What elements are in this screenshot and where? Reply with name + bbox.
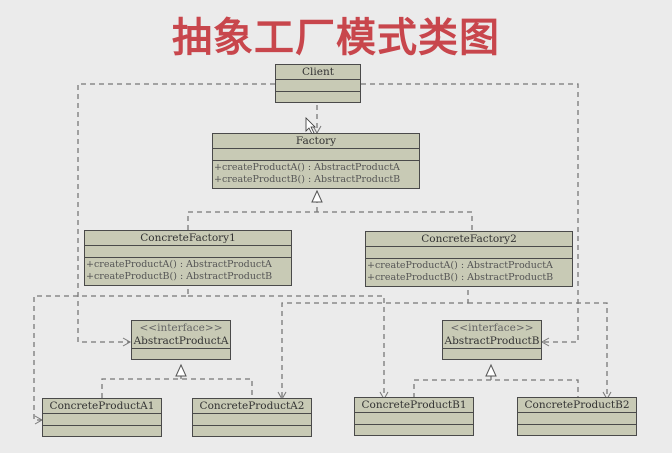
operations-compartment: +createProductA() : AbstractProductA +cr…: [213, 161, 419, 188]
operations-compartment: [193, 426, 311, 436]
attributes-compartment: [366, 247, 572, 259]
class-name: ConcreteFactory2: [366, 232, 572, 247]
operation: +createProductA() : AbstractProductA: [86, 259, 272, 270]
dep-cf2-a2: [277, 290, 469, 401]
operation: +createProductB() : AbstractProductB: [214, 174, 401, 185]
class-name-block: <<interface>> AbstractProductA: [132, 321, 230, 349]
operations-compartment: [518, 425, 636, 435]
attributes-compartment: [276, 80, 360, 92]
operation: +createProductA() : AbstractProductA: [214, 162, 400, 173]
class-name-block: <<interface>> AbstractProductB: [443, 321, 541, 349]
operation: +createProductB() : AbstractProductB: [367, 272, 554, 283]
dep-cf2-b2: [468, 302, 612, 401]
real-cf1-factory: [187, 211, 473, 230]
diagram-title: 抽象工厂模式类图: [172, 15, 500, 61]
operations-compartment: [43, 426, 161, 436]
operation: +createProductA() : AbstractProductA: [367, 260, 553, 271]
attributes-compartment: [518, 413, 636, 425]
class-concrete-product-a1[interactable]: ConcreteProductA1: [42, 398, 162, 437]
dep-client-abstract-a: [77, 83, 275, 347]
class-client[interactable]: Client: [275, 64, 361, 103]
attributes-compartment: [355, 413, 473, 425]
stereotype-label: <<interface>>: [139, 322, 223, 334]
dep-cf1-b1: [188, 295, 389, 401]
operations-compartment: [276, 92, 360, 102]
class-name: Factory: [213, 134, 419, 149]
stereotype-label: <<interface>>: [450, 322, 534, 334]
class-name: AbstractProductB: [444, 335, 540, 347]
operation: +createProductB() : AbstractProductB: [86, 271, 273, 282]
class-name: ConcreteProductA1: [43, 399, 161, 414]
class-concrete-factory-2[interactable]: ConcreteFactory2 +createProductA() : Abs…: [365, 231, 573, 287]
attributes-compartment: [43, 414, 161, 426]
class-name: ConcreteProductB2: [518, 398, 636, 413]
class-name: Client: [276, 65, 360, 80]
attributes-compartment: [213, 149, 419, 161]
class-name: ConcreteProductB1: [355, 398, 473, 413]
attributes-compartment: [85, 246, 291, 258]
operations-compartment: [443, 349, 541, 359]
attributes-compartment: [193, 414, 311, 426]
class-abstract-product-a[interactable]: <<interface>> AbstractProductA: [131, 320, 231, 360]
real-a1-a2: [101, 378, 253, 398]
class-concrete-product-a2[interactable]: ConcreteProductA2: [192, 398, 312, 437]
real-b1-b2: [413, 379, 579, 398]
operations-compartment: [355, 425, 473, 435]
class-concrete-product-b1[interactable]: ConcreteProductB1: [354, 397, 474, 436]
operations-compartment: +createProductA() : AbstractProductA +cr…: [366, 259, 572, 286]
class-concrete-factory-1[interactable]: ConcreteFactory1 +createProductA() : Abs…: [84, 230, 292, 286]
mouse-cursor-icon: [305, 117, 316, 135]
class-factory[interactable]: Factory +createProductA() : AbstractProd…: [212, 133, 420, 189]
class-name: AbstractProductA: [133, 335, 229, 347]
operations-compartment: [132, 349, 230, 359]
class-name: ConcreteProductA2: [193, 399, 311, 414]
operations-compartment: +createProductA() : AbstractProductA +cr…: [85, 258, 291, 285]
class-concrete-product-b2[interactable]: ConcreteProductB2: [517, 397, 637, 436]
dep-cf1-a1: [33, 289, 189, 425]
class-name: ConcreteFactory1: [85, 231, 291, 246]
dep-client-abstract-b: [361, 83, 579, 347]
class-abstract-product-b[interactable]: <<interface>> AbstractProductB: [442, 320, 542, 360]
